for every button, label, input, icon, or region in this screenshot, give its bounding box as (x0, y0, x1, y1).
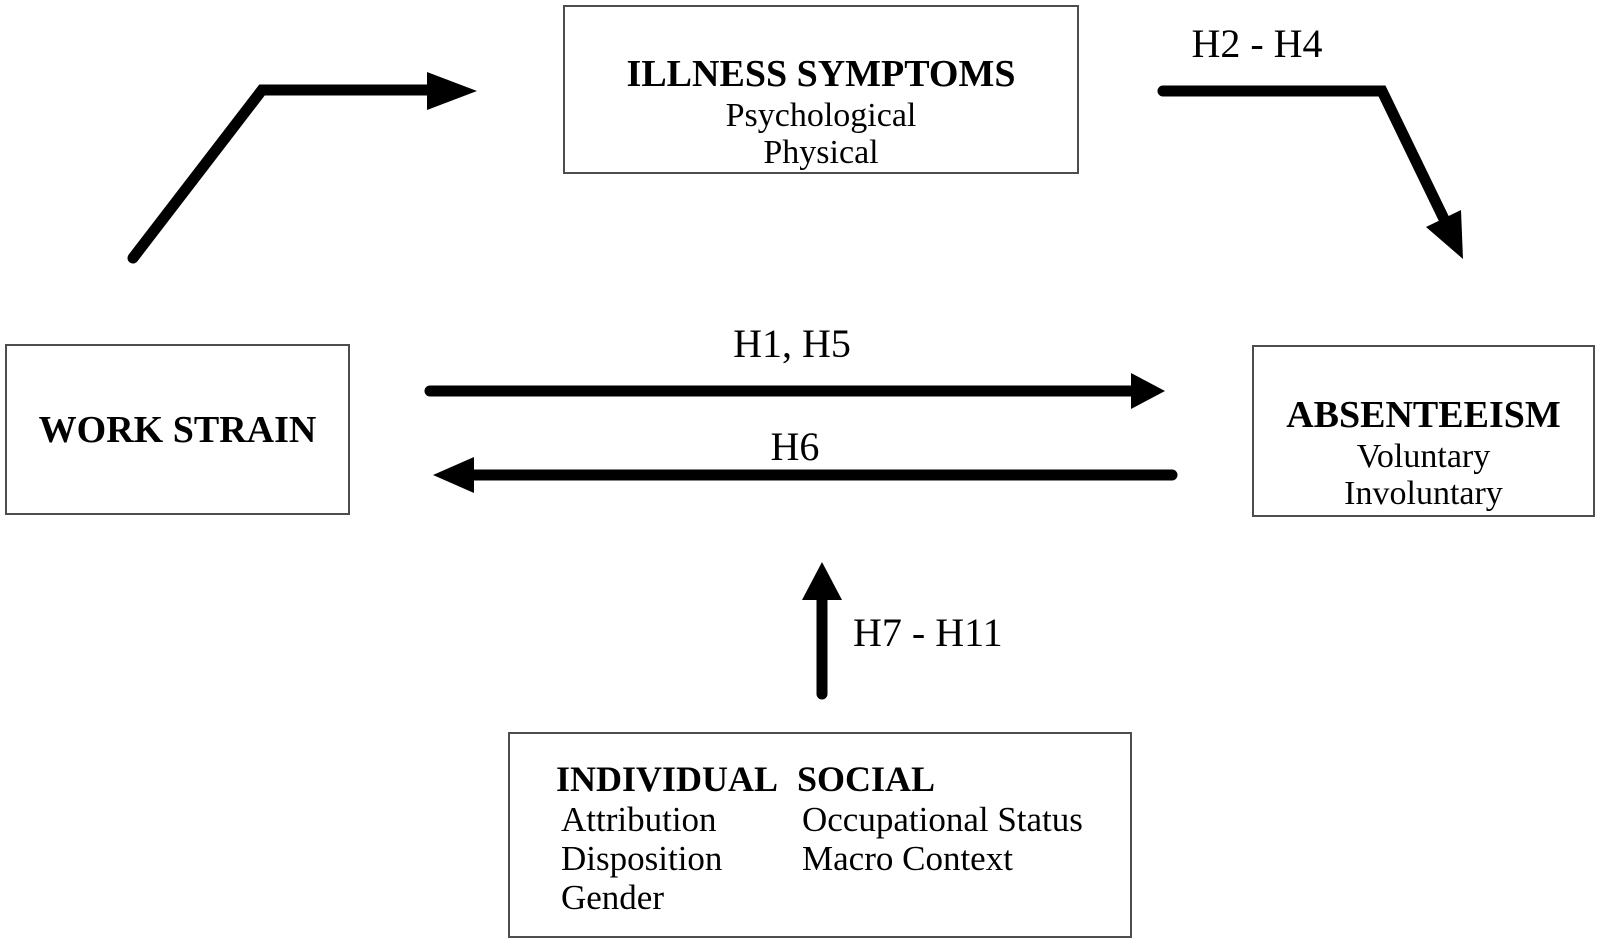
absenteeism-box: ABSENTEEISM Voluntary Involuntary (1252, 345, 1595, 517)
individual-item-disposition: Disposition (561, 839, 723, 878)
hypothesis-label-h7-h11: H7 - H11 (853, 610, 1003, 655)
illness-item-psychological: Psychological (725, 97, 917, 134)
individual-column-title: INDIVIDUAL (556, 759, 779, 799)
arrow-moderators-up-head-icon (802, 562, 842, 600)
absenteeism-item-involuntary: Involuntary (1344, 475, 1503, 512)
arrow-work-strain-to-absenteeism-head-icon (1131, 373, 1165, 409)
arrow-moderators-up (802, 562, 842, 700)
work-strain-title: WORK STRAIN (38, 408, 317, 451)
social-item-macro-context: Macro Context (802, 839, 1013, 878)
illness-symptoms-title: ILLNESS SYMPTOMS (626, 53, 1016, 95)
arrow-work-strain-to-illness-line (127, 84, 436, 264)
hypothesis-label-h1-h5: H1, H5 (733, 321, 851, 366)
hypothesis-label-h2-h4: H2 - H4 (1191, 21, 1323, 66)
individual-column: INDIVIDUAL Attribution Disposition Gende… (556, 758, 778, 917)
arrow-illness-to-absenteeism (1157, 85, 1463, 259)
social-item-occupational-status: Occupational Status (802, 800, 1083, 839)
hypothesis-label-h6: H6 (770, 424, 820, 469)
illness-item-physical: Physical (763, 134, 879, 171)
arrow-illness-to-absenteeism-head-icon (1426, 210, 1463, 259)
arrow-absenteeism-to-work-strain-head-icon (433, 457, 474, 493)
moderators-box: INDIVIDUAL Attribution Disposition Gende… (508, 732, 1132, 938)
social-column: SOCIAL Occupational Status Macro Context (797, 758, 1083, 878)
individual-item-attribution: Attribution (561, 800, 717, 839)
arrow-work-strain-to-illness (127, 72, 477, 264)
arrow-work-strain-to-illness-head-icon (427, 72, 477, 110)
arrow-illness-to-absenteeism-line (1157, 85, 1450, 225)
social-column-title: SOCIAL (797, 759, 936, 799)
arrow-work-strain-to-absenteeism (424, 373, 1165, 409)
arrow-absenteeism-to-work-strain (433, 457, 1178, 493)
work-strain-box: WORK STRAIN (5, 344, 350, 515)
individual-item-gender: Gender (561, 878, 665, 917)
absenteeism-item-voluntary: Voluntary (1356, 438, 1491, 475)
absenteeism-title: ABSENTEEISM (1286, 394, 1561, 436)
illness-symptoms-box: ILLNESS SYMPTOMS Psychological Physical (563, 5, 1079, 174)
